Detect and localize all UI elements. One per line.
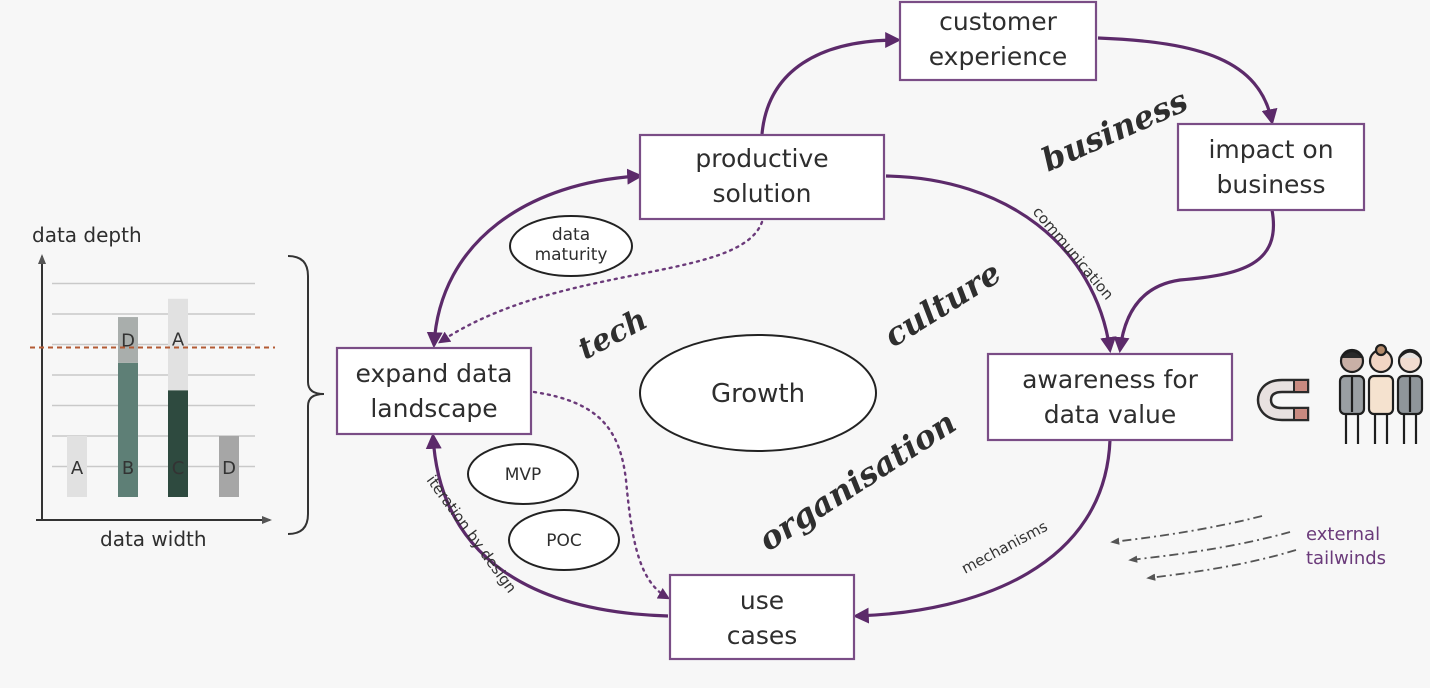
customer-experience-line2: experience (929, 42, 1068, 71)
awareness-line1: awareness for (1022, 365, 1199, 394)
tailwind-arrow-2 (1128, 531, 1291, 563)
chart-bar-label: A (71, 458, 84, 479)
box-impact-on-business: impact on business (1176, 122, 1366, 212)
expand-data-landscape-line1: expand data (356, 359, 513, 388)
chart-bar-segment (118, 317, 138, 363)
box-customer-experience: customer experience (898, 0, 1098, 82)
arrow-solution-to-awareness (885, 174, 1117, 354)
chart-bar-segment (168, 390, 188, 497)
oval-growth: Growth (639, 334, 877, 452)
dotted-landscape-to-usecases (532, 390, 671, 600)
box-use-cases: use cases (668, 573, 856, 661)
chart-bar-segment (67, 436, 87, 497)
arrow-solution-to-experience (760, 32, 902, 135)
arrow-impact-to-awareness (1113, 209, 1275, 354)
box-productive-solution: productive solution (638, 133, 886, 221)
box-awareness-for-data-value: awareness for data value (986, 352, 1234, 442)
arrow-experience-to-impact (1097, 36, 1278, 126)
dimension-business: business (1036, 81, 1193, 179)
data-maturity-line2: maturity (535, 245, 608, 265)
growth-label: Growth (711, 379, 805, 409)
chart-bars: A B D C A D (67, 298, 239, 497)
arrow-awareness-to-usecases (852, 439, 1112, 624)
flow-arrows (425, 32, 1278, 624)
chart-bar-label: B (122, 458, 134, 479)
dimension-tech: tech (572, 302, 653, 367)
magnet-icon (1256, 378, 1310, 422)
chart-bar-top-label: A (172, 330, 185, 351)
use-cases-line2: cases (727, 621, 798, 650)
chart-x-label: data width (100, 527, 207, 551)
oval-mvp: MVP (467, 443, 579, 505)
tailwind-arrows (1110, 515, 1297, 581)
use-cases-line1: use (740, 586, 784, 615)
tailwind-arrow-3 (1146, 549, 1297, 581)
arrow-landscape-to-solution (426, 168, 644, 349)
awareness-line2: data value (1044, 400, 1177, 429)
person-3-icon (1396, 348, 1424, 444)
box-expand-data-landscape: expand data landscape (335, 346, 533, 436)
poc-label: POC (546, 531, 582, 551)
chart-bar-segment (219, 436, 239, 497)
person-1-icon (1338, 348, 1366, 444)
data-maturity-line1: data (552, 225, 590, 245)
data-depth-chart: A B D C A D data depth data width (30, 223, 325, 551)
oval-poc: POC (508, 509, 620, 571)
expand-data-landscape-line2: landscape (370, 394, 497, 423)
external-tailwinds-line1: external (1306, 524, 1380, 545)
chart-bar-top-label: D (121, 330, 135, 351)
dotted-arrows (438, 220, 764, 600)
dimension-culture: culture (877, 254, 1008, 355)
chart-bar-segment (168, 298, 188, 391)
chart-bar-label: D (222, 458, 236, 479)
chart-y-label: data depth (32, 223, 142, 247)
impact-on-business-line2: business (1217, 170, 1326, 199)
impact-on-business-line1: impact on (1208, 135, 1333, 164)
tailwind-arrow-1 (1110, 515, 1263, 545)
chart-bar-label: C (172, 458, 185, 479)
person-2-icon (1367, 343, 1395, 444)
oval-data-maturity: data maturity (509, 215, 633, 277)
arrow-usecases-to-landscape (425, 432, 669, 618)
chart-bracket (287, 255, 325, 535)
productive-solution-line1: productive (695, 144, 828, 173)
customer-experience-line1: customer (939, 7, 1057, 36)
productive-solution-line2: solution (713, 179, 812, 208)
dotted-solution-to-landscape (438, 220, 764, 344)
external-tailwinds-line2: tailwinds (1306, 548, 1386, 569)
edge-label-communication: communication (1029, 203, 1117, 303)
people-icon (1338, 343, 1424, 444)
chart-bar-segment (118, 362, 138, 497)
mvp-label: MVP (505, 465, 542, 485)
